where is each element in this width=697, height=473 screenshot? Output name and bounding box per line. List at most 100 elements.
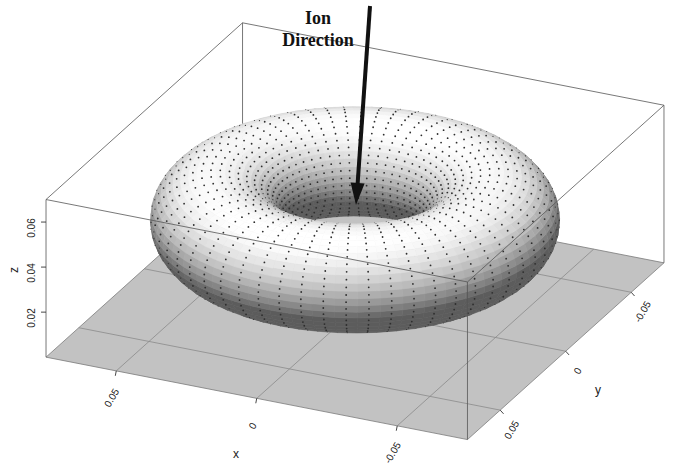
mesh-dot	[423, 210, 425, 212]
mesh-dot	[391, 142, 393, 144]
mesh-dot	[442, 207, 444, 209]
mesh-dot	[519, 196, 521, 198]
mesh-dot	[204, 287, 206, 289]
mesh-dot	[281, 201, 283, 203]
mesh-dot	[426, 179, 428, 181]
mesh-dot	[495, 147, 497, 149]
mesh-dot	[230, 165, 232, 167]
mesh-dot	[309, 183, 311, 185]
mesh-dot	[205, 202, 207, 204]
mesh-dot	[196, 151, 198, 153]
mesh-dot	[332, 121, 334, 123]
mesh-dot	[395, 215, 397, 217]
mesh-dot	[518, 152, 519, 153]
mesh-dot	[410, 208, 412, 210]
mesh-dot	[272, 195, 274, 197]
mesh-dot	[349, 184, 351, 186]
mesh-dot	[555, 206, 556, 207]
mesh-dot	[466, 161, 468, 163]
mesh-dot	[166, 256, 168, 258]
mesh-dot	[451, 216, 453, 218]
mesh-dot	[478, 150, 480, 152]
mesh-dot	[268, 185, 270, 187]
mesh-dot	[428, 215, 430, 217]
mesh-dot	[324, 180, 326, 182]
mesh-dot	[249, 317, 250, 318]
mesh-dot	[178, 222, 180, 224]
mesh-dot	[412, 213, 414, 215]
mesh-dot	[541, 267, 542, 268]
mesh-dot	[469, 166, 471, 168]
mesh-dot	[292, 174, 294, 176]
mesh-dot	[216, 189, 218, 191]
mesh-dot	[284, 197, 286, 199]
mesh-dot	[257, 170, 259, 172]
mesh-dot	[552, 216, 554, 218]
mesh-dot	[476, 219, 478, 221]
mesh-dot	[345, 120, 347, 122]
torus-facet	[362, 174, 371, 182]
mesh-dot	[387, 213, 389, 215]
mesh-dot	[390, 117, 392, 119]
mesh-dot	[201, 177, 203, 179]
mesh-dot	[431, 197, 433, 199]
mesh-dot	[259, 120, 260, 121]
mesh-dot	[446, 179, 448, 181]
mesh-dot	[165, 179, 166, 180]
mesh-dot	[436, 208, 437, 209]
mesh-dot	[299, 154, 301, 156]
mesh-dot	[395, 111, 397, 113]
mesh-dot	[333, 186, 335, 188]
mesh-dot	[239, 167, 241, 169]
mesh-dot	[320, 157, 322, 159]
mesh-dot	[268, 198, 269, 199]
mesh-dot	[555, 223, 556, 224]
mesh-dot	[518, 157, 520, 159]
mesh-dot	[261, 184, 263, 186]
mesh-dot	[210, 225, 212, 227]
mesh-dot	[207, 191, 209, 193]
mesh-dot	[273, 191, 275, 193]
mesh-dot	[311, 216, 313, 218]
mesh-dot	[410, 187, 412, 189]
mesh-dot	[285, 187, 287, 189]
mesh-dot	[371, 133, 373, 135]
mesh-dot	[340, 178, 342, 180]
mesh-dot	[303, 206, 305, 208]
mesh-dot	[308, 110, 309, 111]
mesh-dot	[325, 141, 327, 143]
torus-surface	[150, 106, 559, 333]
torus-facet	[343, 144, 354, 152]
mesh-dot	[278, 184, 280, 186]
mesh-dot	[180, 277, 181, 278]
mesh-dot	[251, 143, 253, 145]
mesh-dot	[511, 217, 513, 219]
mesh-dot	[278, 153, 280, 155]
mesh-dot	[530, 168, 532, 170]
mesh-dot	[389, 188, 391, 190]
mesh-dot	[301, 178, 303, 180]
mesh-dot	[450, 199, 451, 200]
mesh-dot	[348, 162, 350, 164]
mesh-dot	[309, 203, 311, 205]
floor-fill	[46, 180, 664, 439]
mesh-dot	[522, 264, 524, 266]
mesh-dot	[412, 218, 413, 219]
mesh-dot	[404, 119, 406, 121]
mesh-dot	[229, 308, 230, 309]
mesh-dot	[284, 160, 286, 162]
mesh-dot	[382, 187, 384, 189]
mesh-dot	[420, 149, 422, 151]
mesh-dot	[434, 147, 436, 149]
mesh-dot	[310, 197, 312, 199]
mesh-dot	[266, 161, 268, 163]
mesh-dot	[203, 274, 205, 276]
mesh-dot	[478, 163, 480, 165]
mesh-dot	[426, 129, 428, 131]
mesh-dot	[305, 124, 307, 126]
mesh-dot	[264, 318, 266, 320]
mesh-dot	[216, 220, 218, 222]
mesh-dot	[449, 126, 451, 128]
mesh-dot	[222, 196, 224, 198]
mesh-dot	[308, 176, 310, 178]
